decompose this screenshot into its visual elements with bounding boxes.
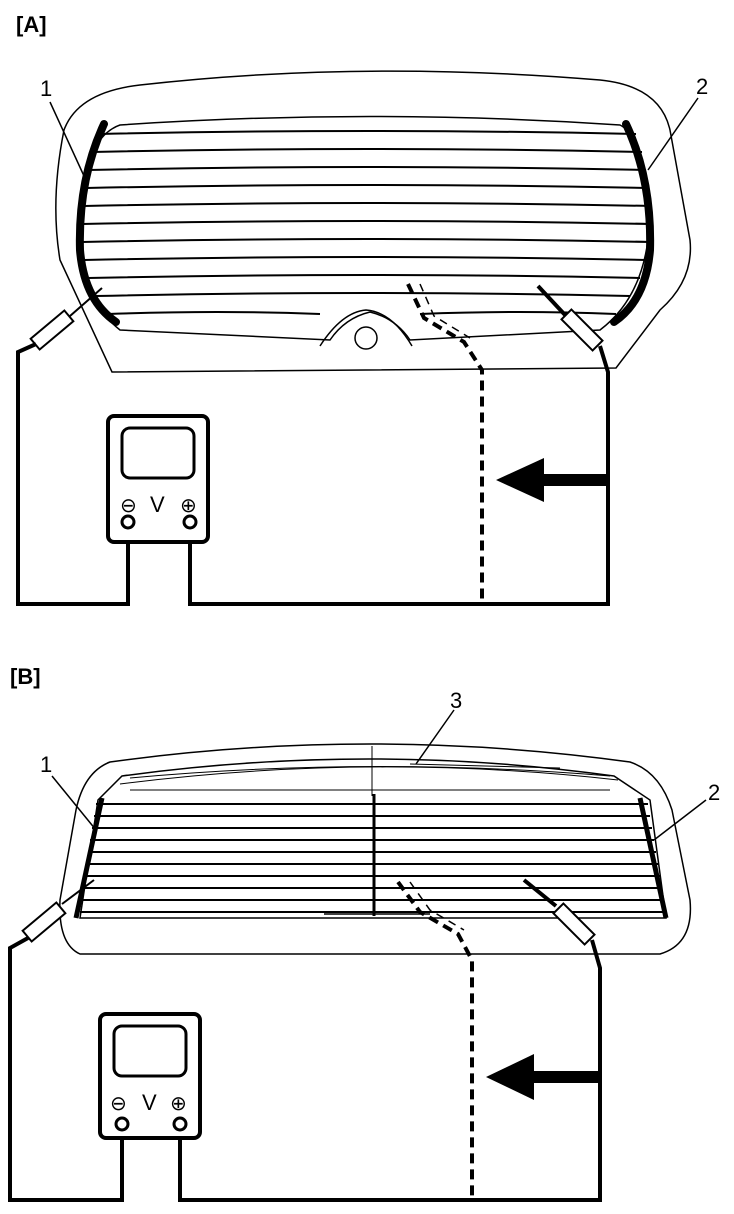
panel-b-glass (79, 758, 667, 919)
panel-a-callout-2: 2 (696, 74, 709, 99)
panel-a-leader-1 (49, 101, 85, 177)
panel-a: ⊖ V ⊕ (16, 70, 699, 606)
panel-b-voltmeter: ⊖ V ⊕ (98, 1012, 202, 1140)
panel-a-label: [A] (16, 12, 47, 37)
panel-a-leader-2 (647, 97, 699, 171)
panel-b-dashed-probe-path (396, 880, 474, 1196)
panel-b-meter-symbol: V (142, 1090, 157, 1115)
panel-a-arrow-icon (496, 458, 608, 502)
panel-b-callout-2: 2 (708, 780, 721, 805)
panel-b-wire-right (178, 939, 602, 1202)
panel-a-probe-right (536, 284, 604, 352)
panel-b-callout-1: 1 (40, 752, 53, 777)
panel-a-bus-bar-left (75, 120, 120, 326)
panel-b-leader-1 (51, 775, 97, 831)
panel-a-wire-left (16, 342, 130, 606)
panel-a-meter-minus: ⊖ (120, 493, 137, 517)
panel-a-meter-symbol: V (150, 492, 165, 517)
panel-a-callout-1: 1 (40, 76, 53, 101)
panel-b-window-frame (59, 743, 692, 955)
panel-b-probe-right (522, 878, 596, 946)
panel-a-voltmeter: ⊖ V ⊕ (106, 414, 210, 544)
panel-b-label: [B] (10, 664, 41, 689)
panel-b: ⊖ V ⊕ (8, 709, 707, 1202)
panel-a-wiper-hole (354, 326, 378, 350)
panel-b-antenna-lines (119, 746, 619, 796)
panel-b-meter-plus: ⊕ (170, 1091, 187, 1115)
panel-b-leader-2 (653, 799, 707, 841)
panel-a-window-frame (55, 70, 692, 373)
panel-b-callout-3: 3 (450, 688, 463, 713)
panel-a-notch-outline (319, 309, 413, 347)
panel-a-wire-right (188, 345, 610, 606)
panel-b-meter-minus: ⊖ (110, 1091, 127, 1115)
panel-b-heater-lines (80, 803, 664, 913)
panel-b-bus-bar-right (637, 797, 669, 919)
panel-b-leader-3 (415, 709, 455, 765)
panel-a-probe-left (29, 287, 103, 351)
panel-a-bus-bar-right (610, 120, 655, 326)
panel-a-heater-lines (81, 130, 651, 315)
panel-b-bus-bar-left (73, 797, 105, 919)
panel-b-probe-left (21, 879, 95, 943)
panel-b-arrow-icon (486, 1054, 600, 1100)
panel-a-meter-plus: ⊕ (180, 493, 197, 517)
panel-b-wire-left (8, 936, 124, 1202)
panel-a-dashed-probe-path (406, 283, 484, 600)
